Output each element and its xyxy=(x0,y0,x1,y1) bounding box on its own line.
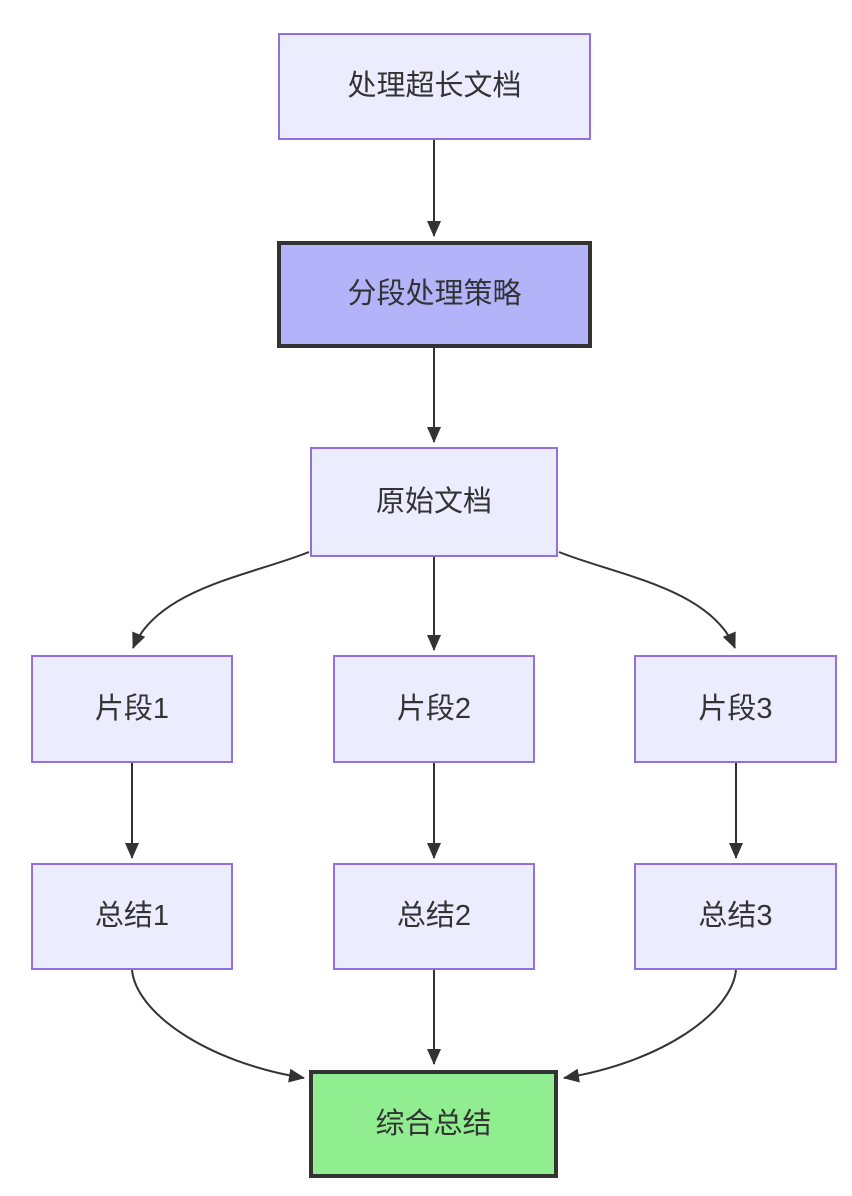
edge-e1-f xyxy=(131,969,305,1083)
node-summary-1: 总结1 xyxy=(31,863,233,970)
node-summary-3: 总结3 xyxy=(634,863,837,970)
node-comprehensive-summary: 综合总结 xyxy=(309,1070,558,1178)
node-original-document: 原始文档 xyxy=(310,447,558,557)
node-summary-2: 总结2 xyxy=(333,863,535,970)
edge-c-d3 xyxy=(558,551,736,649)
node-fragment-3: 片段3 xyxy=(634,655,837,763)
node-process-long-document: 处理超长文档 xyxy=(278,33,591,140)
edge-c-d1 xyxy=(132,551,310,649)
node-fragment-1: 片段1 xyxy=(31,655,233,763)
node-fragment-2: 片段2 xyxy=(333,655,535,763)
node-segment-processing-strategy: 分段处理策略 xyxy=(277,241,592,348)
edge-e3-f xyxy=(563,969,737,1083)
